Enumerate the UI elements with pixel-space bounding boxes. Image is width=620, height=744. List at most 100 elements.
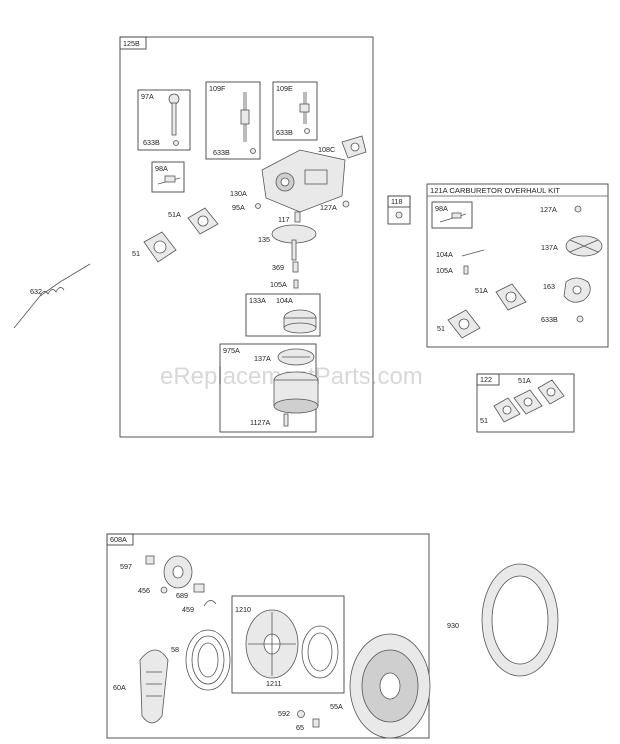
group-121a-box bbox=[426, 183, 609, 348]
label-633b-c: 633B bbox=[276, 128, 293, 137]
bowl-screw-icon bbox=[283, 413, 289, 427]
label-597: 597 bbox=[120, 562, 132, 571]
pulley-retainer-icon bbox=[163, 555, 193, 589]
blower-ring-icon bbox=[481, 563, 559, 677]
group-121a-label: 121A CARBURETOR OVERHAUL KIT bbox=[430, 186, 560, 195]
group-109f-label: 109F bbox=[209, 84, 226, 93]
choke-lever-icon bbox=[168, 93, 180, 136]
label-1127a: 1127A bbox=[250, 418, 270, 427]
label-632: 632 bbox=[30, 287, 42, 296]
screw-65-icon bbox=[312, 718, 320, 728]
kit-label-127a: 127A bbox=[540, 205, 557, 214]
washer-icon bbox=[173, 140, 179, 146]
screw-spring-icon bbox=[157, 175, 181, 185]
r-label-51a: 51A bbox=[518, 376, 531, 385]
label-55a: 55A bbox=[330, 702, 343, 711]
group-125b-label: 125B bbox=[123, 39, 140, 48]
screw-592-icon bbox=[297, 710, 305, 718]
group-608a-box bbox=[106, 533, 430, 739]
starter-housing-icon bbox=[349, 633, 431, 739]
kit-label-137a: 137A bbox=[541, 243, 558, 252]
group-98a-box bbox=[151, 161, 185, 193]
group-133a-label: 133A bbox=[249, 296, 266, 305]
label-930: 930 bbox=[447, 621, 459, 630]
choke-shaft-icon bbox=[299, 92, 310, 124]
group-118-tag bbox=[387, 195, 411, 208]
starter-pulley-icon bbox=[245, 609, 299, 679]
label-633b-a: 633B bbox=[143, 138, 160, 147]
label-459: 459 bbox=[182, 605, 194, 614]
group-122-label: 122 bbox=[480, 375, 492, 384]
bowl-gasket-icon bbox=[271, 224, 317, 261]
label-135: 135 bbox=[258, 235, 270, 244]
label-58: 58 bbox=[171, 645, 179, 654]
label-117: 117 bbox=[278, 215, 289, 224]
kit-washer-icon bbox=[576, 315, 584, 323]
group-133a-box bbox=[245, 293, 321, 337]
throttle-shaft-icon bbox=[240, 92, 250, 142]
group-608a-label: 608A bbox=[110, 535, 127, 544]
spring-456-icon bbox=[160, 586, 168, 594]
group-118-label: 118 bbox=[391, 197, 402, 206]
label-592: 592 bbox=[278, 709, 290, 718]
fuel-bowl-icon bbox=[273, 348, 319, 414]
label-104a: 104A bbox=[276, 296, 293, 305]
label-51a: 51A bbox=[168, 210, 181, 219]
kit-gasket-163-icon bbox=[563, 277, 591, 303]
gasket-108c-icon bbox=[341, 135, 367, 159]
kit-label-163: 163 bbox=[543, 282, 555, 291]
carburetor-body-icon bbox=[261, 149, 346, 213]
label-689: 689 bbox=[176, 591, 188, 600]
group-1210-label: 1210 bbox=[235, 605, 251, 614]
group-98a-label: 98A bbox=[155, 164, 168, 173]
pawl-spring-icon bbox=[203, 600, 217, 607]
label-130a: 130A bbox=[230, 189, 247, 198]
group-125b-box bbox=[119, 36, 374, 438]
starter-rope-icon bbox=[301, 625, 339, 679]
kit-spring-icon bbox=[463, 265, 469, 275]
group-122-box bbox=[476, 373, 575, 433]
label-127a: 127A bbox=[320, 203, 337, 212]
kit-label-633b: 633B bbox=[541, 315, 558, 324]
kit-label-51a: 51A bbox=[475, 286, 488, 295]
group-608a-tag bbox=[106, 533, 134, 546]
label-60a: 60A bbox=[113, 683, 126, 692]
spring-icon bbox=[293, 279, 299, 289]
kit-gasket-51-icon bbox=[447, 309, 481, 339]
label-105a: 105A bbox=[270, 280, 287, 289]
needle-seat-icon bbox=[395, 211, 403, 219]
r-label-51: 51 bbox=[480, 416, 488, 425]
gasket-51-icon bbox=[143, 231, 177, 263]
label-95a: 95A bbox=[232, 203, 245, 212]
group-109e-label: 109E bbox=[276, 84, 293, 93]
group-97a-label: 97A bbox=[141, 92, 154, 101]
needle-icon bbox=[294, 211, 301, 223]
group-975a-label: 975A bbox=[223, 346, 240, 355]
kit-gasket-51a-icon bbox=[495, 283, 527, 311]
group-109e-box bbox=[272, 81, 318, 141]
kit-98a-label: 98A bbox=[435, 204, 448, 213]
kit-pin-icon bbox=[461, 249, 485, 257]
starter-handle-icon bbox=[139, 649, 169, 724]
float-icon bbox=[283, 309, 317, 334]
gasket-set-icon bbox=[493, 379, 565, 423]
kit-screw-spring-icon bbox=[439, 212, 467, 223]
group-122-tag bbox=[476, 373, 500, 386]
label-65: 65 bbox=[296, 723, 304, 732]
group-97a-box bbox=[137, 89, 191, 151]
label-51: 51 bbox=[132, 249, 140, 258]
label-369: 369 bbox=[272, 263, 284, 272]
label-633b-b: 633B bbox=[213, 148, 230, 157]
kit-label-104a: 104A bbox=[436, 250, 453, 259]
group-109f-box bbox=[205, 81, 261, 160]
label-1211: 1211 bbox=[266, 679, 281, 688]
pin-icon bbox=[292, 261, 299, 273]
washer-icon bbox=[250, 148, 256, 154]
o-ring-icon bbox=[342, 200, 350, 208]
washer-icon bbox=[304, 128, 310, 134]
label-456: 456 bbox=[138, 586, 150, 595]
label-108c: 108C bbox=[318, 145, 335, 154]
group-1210-box bbox=[231, 595, 345, 694]
screw-597-icon bbox=[145, 555, 155, 565]
